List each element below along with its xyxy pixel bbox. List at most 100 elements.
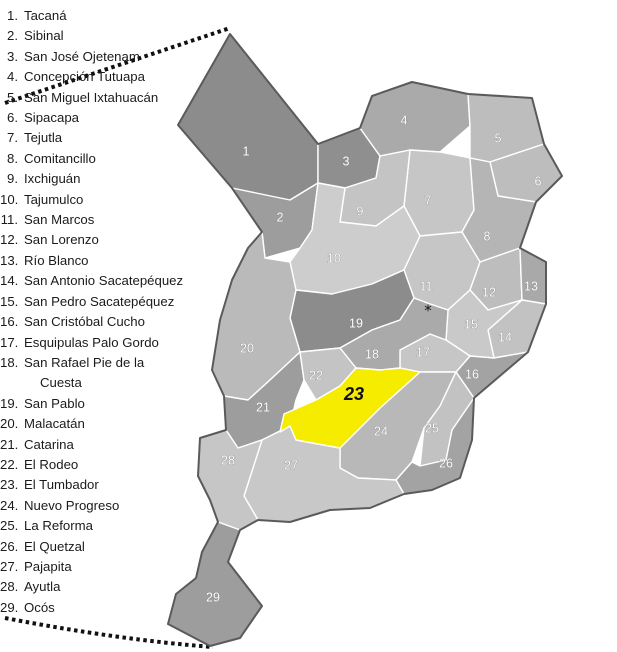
legend-number: 4.: [7, 69, 18, 85]
legend-name: Sipacapa: [24, 110, 79, 126]
legend-item: 2.Sibinal: [0, 26, 236, 46]
legend-number: 8.: [7, 150, 18, 166]
map-label-24: 24: [374, 424, 388, 438]
legend-name: Ixchiguán: [24, 171, 81, 187]
map-label-28: 28: [221, 453, 235, 467]
legend-number: 16.: [0, 314, 19, 330]
legend-item-continuation: Cuesta: [0, 373, 236, 393]
legend-item: 23.El Tumbador: [0, 475, 236, 495]
legend-name: San Rafael Pie de la: [24, 354, 145, 370]
legend-name: Tejutla: [24, 130, 63, 146]
legend-item: 14. San Antonio Sacatepéquez: [0, 271, 236, 291]
legend-item: 18. San Rafael Pie de la: [0, 353, 236, 373]
map-labels: 1 2 3 4 5 6 7 8 9 10 11 12 13 14 15 16 1…: [206, 113, 542, 605]
legend-name: La Reforma: [24, 518, 93, 534]
legend-number: 26.: [0, 538, 19, 554]
map-label-13: 13: [524, 279, 538, 293]
legend-name: Esquipulas Palo Gordo: [24, 334, 159, 350]
legend-item: 11. San Marcos: [0, 210, 236, 230]
legend-name: Catarina: [24, 436, 74, 452]
legend-name: San Antonio Sacatepéquez: [24, 273, 184, 289]
legend-item: 6.Sipacapa: [0, 108, 236, 128]
map-label-19: 19: [349, 316, 363, 330]
map-label-26: 26: [439, 456, 453, 470]
legend-name: Pajapita: [24, 558, 72, 574]
legend-name: San Pedro Sacatepéquez: [24, 293, 175, 309]
municipality-4[interactable]: [359, 81, 471, 157]
map-label-1: 1: [243, 144, 250, 158]
legend-item: 26. El Quetzal: [0, 537, 236, 557]
legend-number: 11.: [0, 212, 18, 228]
map-label-27: 27: [284, 458, 298, 472]
legend-name: San Marcos: [24, 212, 95, 228]
legend-number: 14.: [0, 273, 19, 289]
legend-number: 18.: [0, 354, 19, 370]
legend-name: El Rodeo: [24, 456, 79, 472]
legend-name: San Pablo: [24, 395, 85, 411]
legend-item: 8.Comitancillo: [0, 149, 236, 169]
legend-name: San Miguel Ixtahuacán: [24, 89, 159, 105]
legend-number: 17.: [0, 334, 19, 350]
map-label-8: 8: [484, 229, 491, 243]
map-label-5: 5: [495, 131, 502, 145]
legend-number: 7.: [7, 130, 18, 146]
legend-name: Ocós: [24, 599, 55, 615]
legend-item: 19.San Pablo: [0, 394, 236, 414]
map-label-3: 3: [343, 154, 350, 168]
legend-item: 27. Pajapita: [0, 557, 236, 577]
map-label-23: 23: [343, 384, 364, 404]
map-label-15: 15: [464, 317, 478, 331]
map-label-10: 10: [327, 251, 341, 265]
legend-item: 25. La Reforma: [0, 516, 236, 536]
legend-number: 24.: [0, 497, 19, 513]
legend-item: 21. Catarina: [0, 435, 236, 455]
legend-item: 28.Ayutla: [0, 577, 236, 597]
legend-number: 3.: [7, 48, 18, 64]
map-label-14: 14: [498, 330, 512, 344]
municipality-7[interactable]: [403, 149, 475, 237]
legend-number: 10.: [0, 191, 19, 207]
legend-name: Tajumulco: [24, 191, 84, 207]
map-label-4: 4: [401, 113, 408, 127]
map-label-9: 9: [357, 204, 364, 218]
map-label-18: 18: [365, 347, 379, 361]
map-label-12: 12: [482, 285, 496, 299]
legend-item: 22. El Rodeo: [0, 455, 236, 475]
legend-number: 22.: [0, 456, 19, 472]
legend-item: 9. Ixchiguán: [0, 169, 236, 189]
map-label-29: 29: [206, 590, 220, 604]
legend-item: 5.San Miguel Ixtahuacán: [0, 88, 236, 108]
municipality-23[interactable]: [279, 367, 421, 449]
legend-item: 10. Tajumulco: [0, 190, 236, 210]
legend-name: El Quetzal: [24, 538, 85, 554]
legend-number: 20.: [0, 416, 19, 432]
legend-number: 13.: [0, 252, 19, 268]
legend-name: Malacatán: [24, 416, 85, 432]
legend-number: 12.: [0, 232, 19, 248]
legend-name: San José Ojetenam: [24, 48, 140, 64]
legend-number: 25.: [0, 518, 19, 534]
legend-name: Tacaná: [24, 8, 67, 23]
municipality-13[interactable]: [519, 247, 547, 305]
map-label-21: 21: [256, 400, 270, 414]
legend-number: 29.: [0, 599, 19, 615]
legend-number: 28.: [0, 579, 19, 595]
map-label-7: 7: [425, 193, 432, 207]
legend-number: 21.: [0, 436, 19, 452]
legend-item: 20. Malacatán: [0, 414, 236, 434]
capital-marker: *: [424, 302, 432, 320]
legend-item: 4.Concepción Tutuapa: [0, 67, 236, 87]
legend-name: El Tumbador: [24, 477, 99, 493]
legend-item: 29. Ocós: [0, 598, 236, 618]
legend-number: 27.: [0, 558, 19, 574]
legend-name: Nuevo Progreso: [24, 497, 120, 513]
legend-item: 1.Tacaná: [0, 6, 236, 26]
map-label-17: 17: [416, 345, 430, 359]
legend-item: 16. San Cristóbal Cucho: [0, 312, 236, 332]
legend-number: 9.: [7, 171, 18, 187]
map-label-6: 6: [535, 174, 542, 188]
legend-item: 15.San Pedro Sacatepéquez: [0, 292, 236, 312]
legend-name: San Cristóbal Cucho: [24, 314, 145, 330]
